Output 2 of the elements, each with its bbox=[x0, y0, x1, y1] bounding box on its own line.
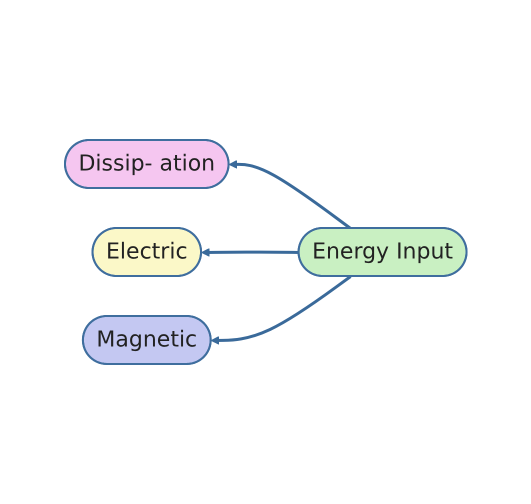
arrow bbox=[200, 248, 299, 257]
arrow bbox=[210, 275, 352, 345]
